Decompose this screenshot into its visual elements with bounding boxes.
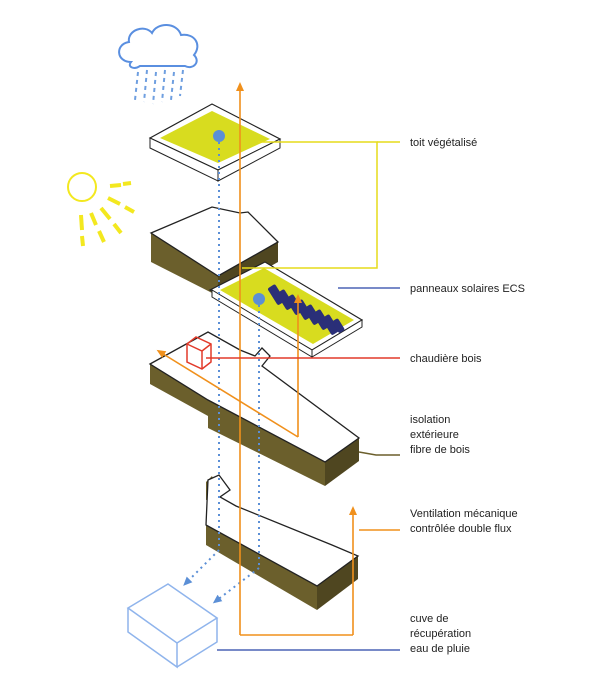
leader-lines bbox=[206, 141, 400, 651]
solar-panels bbox=[268, 284, 345, 335]
sun-icon bbox=[67, 172, 135, 247]
label-ventilation-line-2: contrôlée double flux bbox=[410, 523, 512, 535]
rain-cloud-icon bbox=[118, 24, 199, 105]
label-solar-line: panneaux solaires ECS bbox=[410, 283, 525, 295]
lower-floor-block bbox=[205, 474, 360, 610]
label-tank-line-3: eau de pluie bbox=[410, 643, 470, 655]
leader-insulation bbox=[358, 451, 400, 456]
label-insulation-line-1: isolation bbox=[410, 414, 451, 426]
label-tank: cuve de récupération eau de pluie bbox=[410, 612, 471, 657]
label-insulation: isolation extérieure fibre de bois bbox=[410, 413, 470, 458]
label-tank-line-1: cuve de bbox=[410, 613, 449, 625]
label-roof-line: toit végétalisé bbox=[410, 137, 478, 149]
ventilation-airflow bbox=[156, 82, 357, 636]
rain-collector-roof bbox=[213, 130, 225, 142]
solar-panel-tray bbox=[208, 261, 364, 358]
label-tank-line-2: récupération bbox=[410, 628, 472, 640]
rain-collector-solar bbox=[253, 293, 265, 305]
label-ventilation-line-1: Ventilation mécanique bbox=[410, 508, 518, 520]
rainwater-flow bbox=[183, 136, 260, 604]
leader-roof bbox=[242, 141, 378, 269]
label-roof: toit végétalisé bbox=[410, 136, 477, 151]
rainwater-tank bbox=[126, 583, 219, 669]
label-ventilation: Ventilation mécanique contrôlée double f… bbox=[410, 507, 518, 537]
label-insulation-line-2: extérieure bbox=[410, 429, 459, 441]
label-insulation-line-3: fibre de bois bbox=[410, 444, 470, 456]
label-boiler: chaudière bois bbox=[410, 352, 482, 367]
label-boiler-line: chaudière bois bbox=[410, 353, 482, 365]
middle-floor-block bbox=[148, 331, 361, 486]
label-solar: panneaux solaires ECS bbox=[410, 282, 525, 297]
wood-boiler-icon bbox=[186, 336, 212, 370]
